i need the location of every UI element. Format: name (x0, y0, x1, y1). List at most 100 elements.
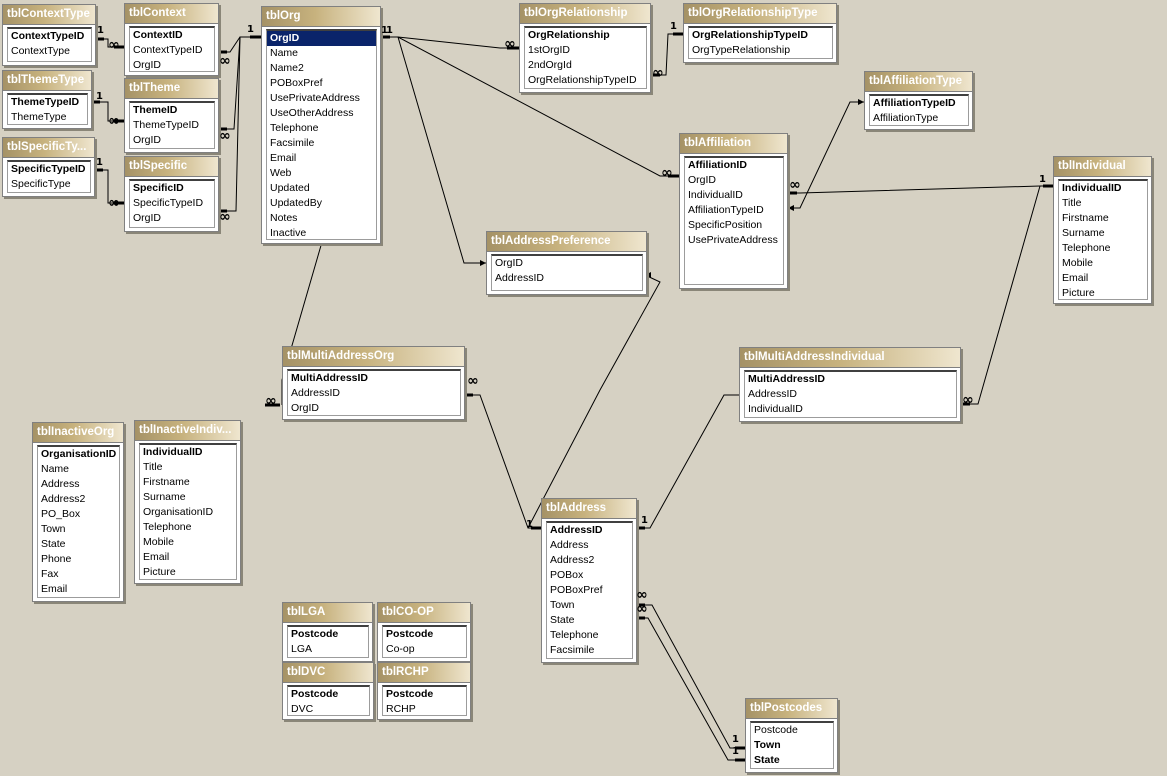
field-orgid[interactable]: OrgID (495, 257, 524, 269)
field-affiliationid[interactable]: AffiliationID (688, 159, 747, 171)
field-specifictype[interactable]: SpecificType (11, 178, 71, 190)
field-contextid[interactable]: ContextID (133, 29, 183, 41)
field-individualid[interactable]: IndividualID (1062, 182, 1122, 194)
field-useprivateaddress[interactable]: UsePrivateAddress (270, 92, 360, 104)
field-specifictypeid[interactable]: SpecificTypeID (133, 197, 204, 209)
field-pobox[interactable]: POBox (550, 569, 584, 581)
relationship-line-tblAddress-tblAddressPreference[interactable] (527, 274, 661, 529)
field-orgrelationship[interactable]: OrgRelationship (528, 29, 610, 41)
table-title[interactable]: tblCO-OP (378, 603, 470, 623)
field-updatedby[interactable]: UpdatedBy (270, 197, 322, 209)
field-co-op[interactable]: Co-op (386, 643, 415, 655)
field-themetype[interactable]: ThemeType (11, 111, 67, 123)
field-state[interactable]: State (754, 754, 780, 766)
field-address2[interactable]: Address2 (41, 493, 86, 505)
field-firstname[interactable]: Firstname (143, 476, 190, 488)
table-title[interactable]: tblAddressPreference (487, 232, 646, 252)
field-affiliationtypeid[interactable]: AffiliationTypeID (873, 97, 956, 109)
field-telephone[interactable]: Telephone (143, 521, 192, 533)
field-phone[interactable]: Phone (41, 553, 72, 565)
field-email[interactable]: Email (143, 551, 170, 563)
field-title[interactable]: Title (1062, 197, 1082, 209)
field-contexttypeid[interactable]: ContextTypeID (133, 44, 203, 56)
field-themetypeid[interactable]: ThemeTypeID (11, 96, 80, 108)
field-postcode[interactable]: Postcode (291, 628, 339, 640)
field-telephone[interactable]: Telephone (1062, 242, 1111, 254)
field-organisationid[interactable]: OrganisationID (41, 448, 117, 460)
field-address[interactable]: Address (550, 539, 589, 551)
table-title[interactable]: tblPostcodes (746, 699, 837, 719)
table-title[interactable]: tblMultiAddressIndividual (740, 348, 960, 368)
table-title[interactable]: tblOrg (262, 7, 380, 27)
field-state[interactable]: State (41, 538, 66, 550)
field-orgid[interactable]: OrgID (291, 402, 320, 414)
field-picture[interactable]: Picture (143, 566, 176, 578)
field-postcode[interactable]: Postcode (386, 628, 434, 640)
table-title[interactable]: tblTheme (125, 79, 218, 99)
field-themetypeid[interactable]: ThemeTypeID (133, 119, 199, 131)
field-orgid[interactable]: OrgID (267, 31, 376, 46)
field-mobile[interactable]: Mobile (1062, 257, 1093, 269)
field-name2[interactable]: Name2 (270, 62, 304, 74)
field-name[interactable]: Name (270, 47, 299, 59)
field-poboxpref[interactable]: POBoxPref (270, 77, 323, 89)
field-email[interactable]: Email (41, 583, 68, 595)
table-title[interactable]: tblAffiliation (680, 134, 787, 154)
field-individualid[interactable]: IndividualID (143, 446, 203, 458)
field-addressid[interactable]: AddressID (291, 387, 341, 399)
field-list[interactable]: ThemeTypeID ThemeType (7, 93, 88, 125)
field-fax[interactable]: Fax (41, 568, 59, 580)
field-email[interactable]: Email (1062, 272, 1089, 284)
field-name[interactable]: Name (41, 463, 70, 475)
field-address2[interactable]: Address2 (550, 554, 595, 566)
field-town[interactable]: Town (754, 739, 781, 751)
field-orgid[interactable]: OrgID (133, 212, 162, 224)
field-surname[interactable]: Surname (143, 491, 186, 503)
field-contexttype[interactable]: ContextType (11, 45, 70, 57)
table-title[interactable]: tblLGA (283, 603, 372, 623)
relationship-line-tblPostcodes-tblAddress[interactable] (635, 604, 745, 749)
field-title[interactable]: Title (143, 461, 163, 473)
field-orgrelationshiptypeid[interactable]: OrgRelationshipTypeID (692, 29, 808, 41)
field-postcode[interactable]: Postcode (291, 688, 339, 700)
field-inactive[interactable]: Inactive (270, 227, 307, 239)
field-updated[interactable]: Updated (270, 182, 310, 194)
field-addressid[interactable]: AddressID (748, 388, 798, 400)
field-2ndorgid[interactable]: 2ndOrgId (528, 59, 572, 71)
field-telephone[interactable]: Telephone (270, 122, 319, 134)
field-facsimile[interactable]: Facsimile (550, 644, 595, 656)
table-title[interactable]: tblMultiAddressOrg (283, 347, 464, 367)
field-notes[interactable]: Notes (270, 212, 298, 224)
relationship-line-tblIndividual-tblAffiliation[interactable] (786, 185, 1053, 194)
field-themeid[interactable]: ThemeID (133, 104, 178, 116)
field-postcode[interactable]: Postcode (386, 688, 434, 700)
field-individualid[interactable]: IndividualID (688, 189, 743, 201)
table-title[interactable]: tblAddress (542, 499, 636, 519)
table-title[interactable]: tblOrgRelationshipType (684, 4, 836, 24)
